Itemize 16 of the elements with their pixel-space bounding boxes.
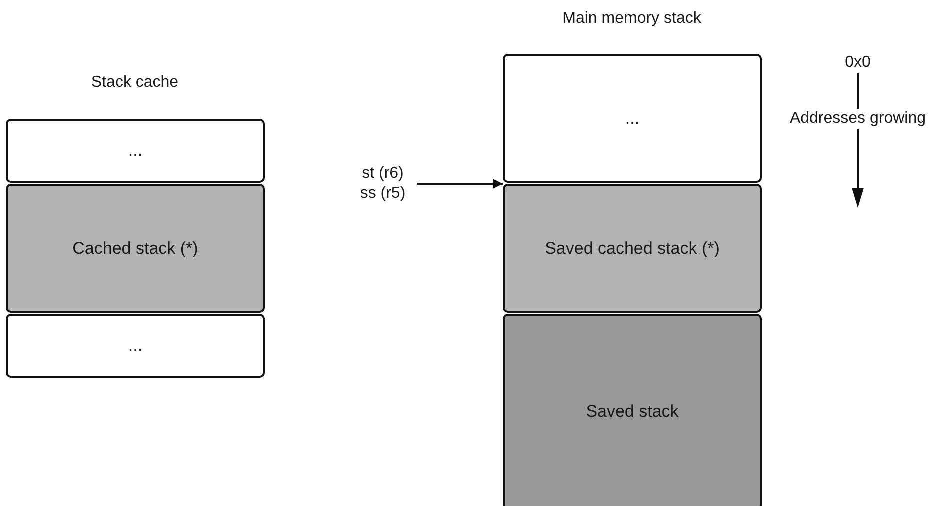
node-label: Saved stack — [586, 402, 679, 422]
node-label: ... — [128, 141, 143, 161]
arrow — [417, 179, 503, 189]
node-label: ... — [625, 108, 640, 128]
node-label: Saved cached stack (*) — [545, 238, 720, 258]
stack-slot — [503, 184, 762, 313]
stack-slot — [6, 119, 265, 183]
axis-label: Addresses growing — [790, 109, 926, 129]
stack-title: Main memory stack — [562, 9, 702, 29]
stack-slot — [503, 314, 762, 506]
stack-slot — [6, 184, 265, 313]
node-label: Cached stack (*) — [72, 238, 198, 258]
node-label: ... — [128, 336, 143, 356]
stack-slot — [503, 54, 762, 183]
stack-slot — [6, 314, 265, 378]
node-label: st (r6) ss (r5) — [359, 164, 407, 204]
